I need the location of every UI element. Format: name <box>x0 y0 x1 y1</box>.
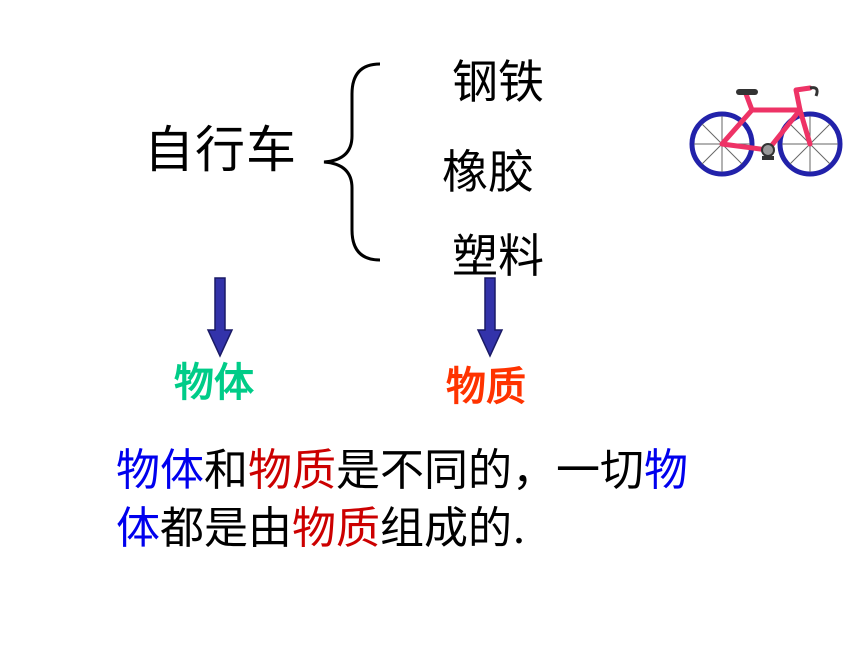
sentence-segment: 物质 <box>248 445 336 496</box>
label-object: 物体 <box>174 360 254 406</box>
sentence-line-1: 物体和物质是不同的，一切物 <box>116 442 756 500</box>
material-steel: 钢铁 <box>452 55 544 109</box>
sentence-segment: 组成的. <box>380 503 526 554</box>
bicycle-icon <box>689 85 843 177</box>
subject-bicycle: 自行车 <box>144 121 297 179</box>
sentence-segment: 物质 <box>292 503 380 554</box>
sentence-segment: 物 <box>644 445 688 496</box>
down-arrow-icon <box>206 277 234 358</box>
sentence-segment: 和 <box>204 445 248 496</box>
sentence-line-2: 体都是由物质组成的. <box>116 500 756 558</box>
left-brace-icon <box>323 62 381 262</box>
material-plastic: 塑料 <box>452 229 544 283</box>
material-rubber: 橡胶 <box>442 145 534 199</box>
label-substance: 物质 <box>446 364 526 410</box>
sentence-segment: 体 <box>116 503 160 554</box>
sentence-segment: 都是由 <box>160 503 292 554</box>
sentence-segment: 是不同的，一切 <box>336 445 644 496</box>
conclusion-sentence: 物体和物质是不同的，一切物 体都是由物质组成的. <box>116 442 756 558</box>
sentence-segment: 物体 <box>116 445 204 496</box>
down-arrow-icon <box>476 277 504 358</box>
